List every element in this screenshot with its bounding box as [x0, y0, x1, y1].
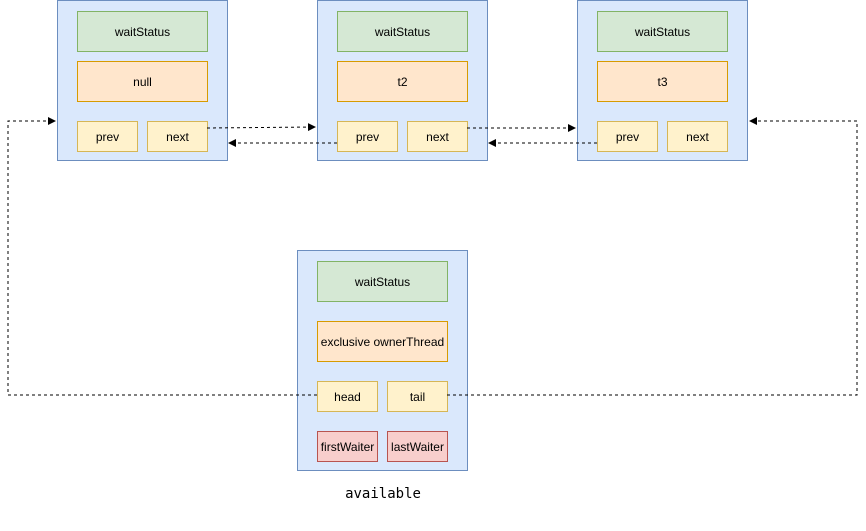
node-1-next: next: [147, 121, 208, 152]
sync-tail: tail: [387, 381, 448, 412]
tail-edge: [447, 117, 858, 396]
node-1-prev: prev: [77, 121, 138, 152]
head-edge: [7, 117, 317, 396]
sync-owner-thread: exclusive ownerThread: [317, 321, 448, 362]
sync-last-waiter: lastWaiter: [387, 431, 448, 462]
sync-first-waiter: firstWaiter: [317, 431, 378, 462]
sync-wait-status: waitStatus: [317, 261, 448, 302]
node-1-thread: null: [77, 61, 208, 102]
node-2-prev: prev: [337, 121, 398, 152]
node-3-next: next: [667, 121, 728, 152]
node-2-thread: t2: [337, 61, 468, 102]
node-3-thread: t3: [597, 61, 728, 102]
queue-node-3: waitStatus t3 prev next: [577, 0, 748, 161]
node-3-wait-status: waitStatus: [597, 11, 728, 52]
node-2-next: next: [407, 121, 468, 152]
queue-node-1: waitStatus null prev next: [57, 0, 228, 161]
sync-object: waitStatus exclusive ownerThread head ta…: [297, 250, 468, 471]
sync-head: head: [317, 381, 378, 412]
queue-node-2: waitStatus t2 prev next: [317, 0, 488, 161]
node-1-wait-status: waitStatus: [77, 11, 208, 52]
diagram-caption: available: [345, 486, 421, 502]
node-2-wait-status: waitStatus: [337, 11, 468, 52]
node-3-prev: prev: [597, 121, 658, 152]
